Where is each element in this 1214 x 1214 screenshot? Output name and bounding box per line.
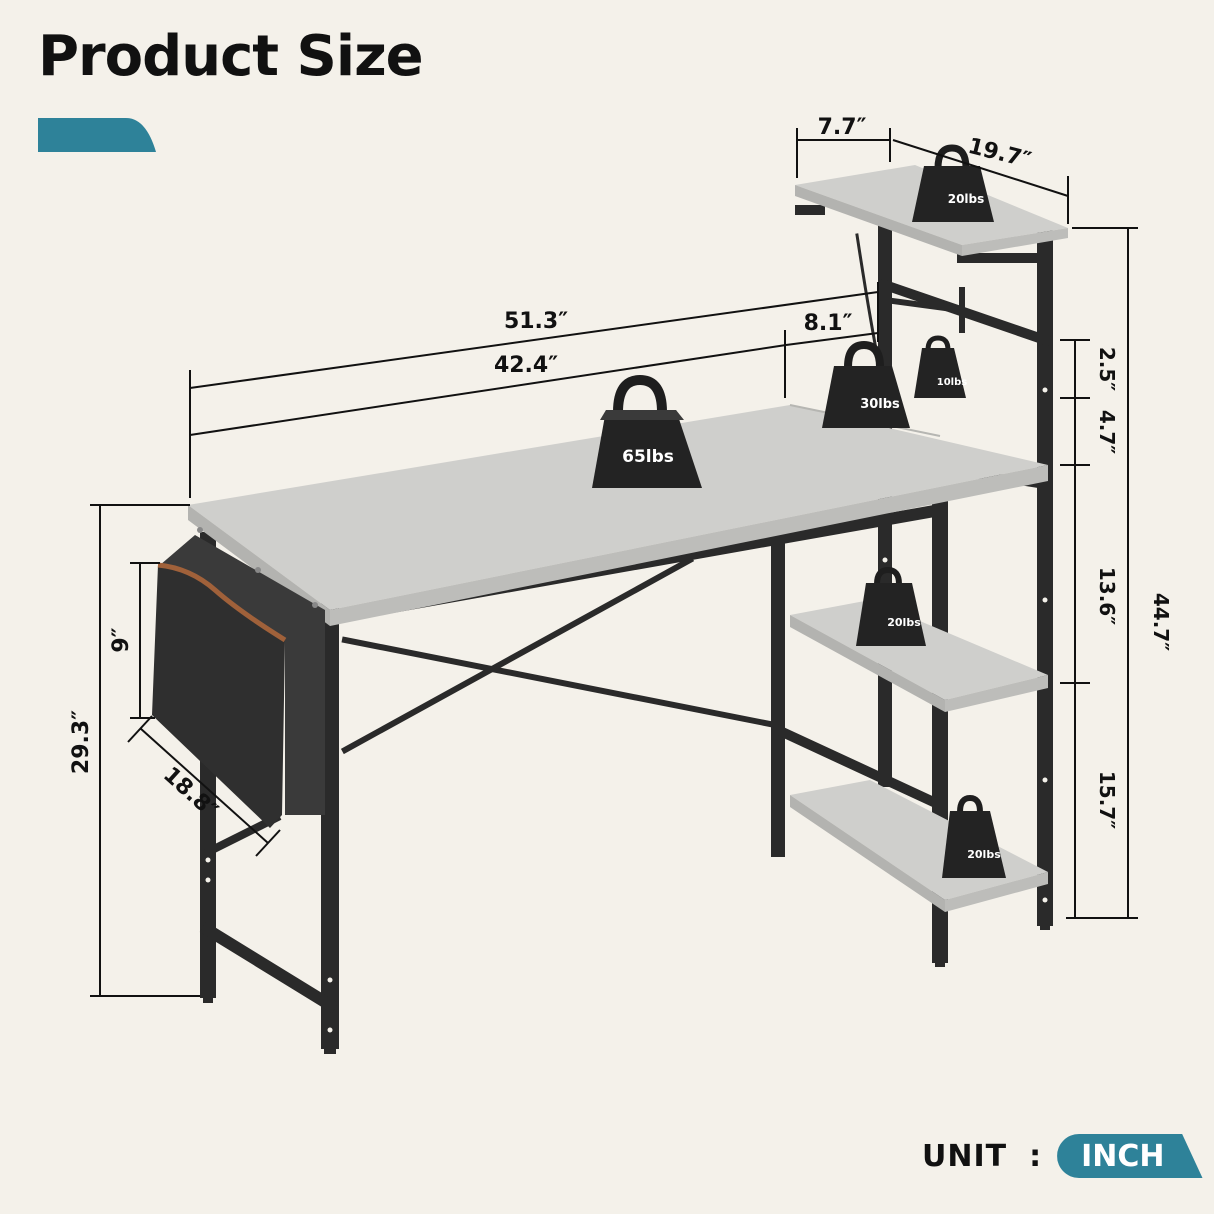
unit-colon: :: [1029, 1138, 1042, 1174]
weight-label: 20lbs: [948, 192, 985, 206]
dim-total-height: 44.7″: [1149, 593, 1173, 651]
weight-label: 65lbs: [622, 447, 674, 467]
accent-tab: [38, 118, 156, 152]
weight-20lbs-top: 20lbs: [912, 144, 994, 222]
weight-30lbs: 30lbs: [822, 340, 910, 428]
weight-label: 20lbs: [887, 616, 921, 629]
weight-10lbs-hook: 10lbs: [914, 335, 968, 398]
unit-label: UNIT: [922, 1138, 1008, 1174]
weight-label: 30lbs: [860, 397, 900, 412]
dim-desk-height: 29.3″: [69, 710, 94, 774]
dim-desk-width: 42.4″: [494, 353, 558, 378]
dim-gap-second: 4.7″: [1095, 410, 1119, 454]
weight-65lbs: 65lbs: [592, 374, 702, 488]
dim-gap-middle: 13.6″: [1095, 567, 1119, 625]
weight-label: 20lbs: [967, 848, 1001, 861]
dim-gap-bottom: 15.7″: [1095, 771, 1119, 829]
dim-gap-top: 2.5″: [1095, 347, 1119, 391]
unit-indicator: UNIT : INCH: [922, 1134, 1203, 1178]
dim-total-width: 51.3″: [504, 309, 568, 334]
weight-20lbs-middle: 20lbs: [856, 566, 926, 646]
dim-bag-height: 9″: [109, 627, 134, 652]
page-title: Product Size: [38, 24, 424, 89]
weight-20lbs-bottom: 20lbs: [942, 794, 1006, 878]
dim-top-shelf-depth: 7.7″: [818, 115, 867, 140]
dim-shelf-extension: 8.1″: [804, 311, 853, 336]
dimension-lines: [90, 128, 1138, 997]
weight-label: 10lbs: [937, 377, 968, 388]
storage-bag: [152, 527, 325, 828]
unit-value-badge: INCH: [1057, 1134, 1203, 1178]
